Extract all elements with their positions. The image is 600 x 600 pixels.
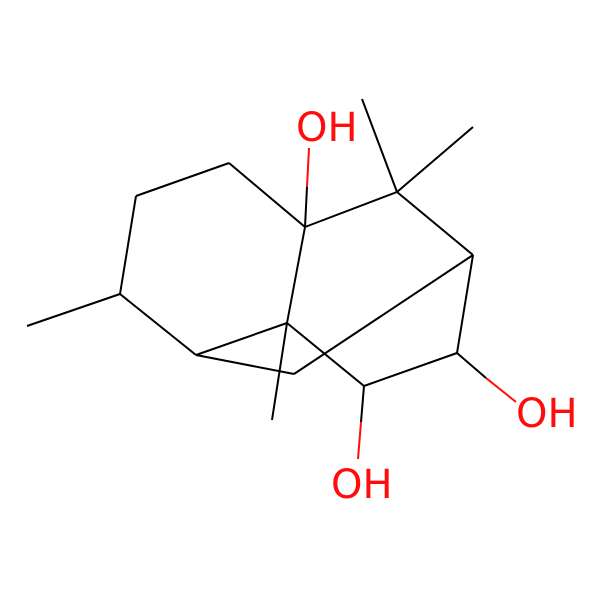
bond-c-o-right — [456, 352, 487, 379]
bond-c-o-top-oxygen — [306, 147, 310, 188]
bond — [195, 322, 288, 356]
bond-c-o-top — [304, 186, 308, 228]
bond — [119, 293, 197, 356]
bond — [271, 322, 288, 421]
hydroxyl-label-bottom: OH — [331, 462, 393, 508]
bond — [304, 191, 398, 228]
bond — [195, 354, 295, 375]
bond — [119, 195, 137, 295]
bond-lines — [26, 98, 517, 460]
bond — [396, 191, 474, 256]
bond-c-o-bottom-oxygen — [357, 421, 362, 460]
bond — [286, 226, 306, 324]
bond — [293, 254, 474, 375]
bond — [456, 254, 474, 354]
bond — [363, 352, 458, 387]
bond — [228, 162, 306, 228]
bond-c-o-bottom — [360, 385, 365, 423]
bond — [286, 322, 365, 387]
bond — [26, 293, 121, 327]
bond — [361, 98, 398, 193]
bond — [135, 162, 230, 197]
hydroxyl-label-right: OH — [516, 391, 578, 437]
atom-labels: OH OH OH — [296, 105, 578, 508]
hydroxyl-label-top: OH — [296, 105, 358, 151]
bond-c-o-right-oxygen — [485, 377, 517, 403]
bond — [396, 126, 474, 193]
